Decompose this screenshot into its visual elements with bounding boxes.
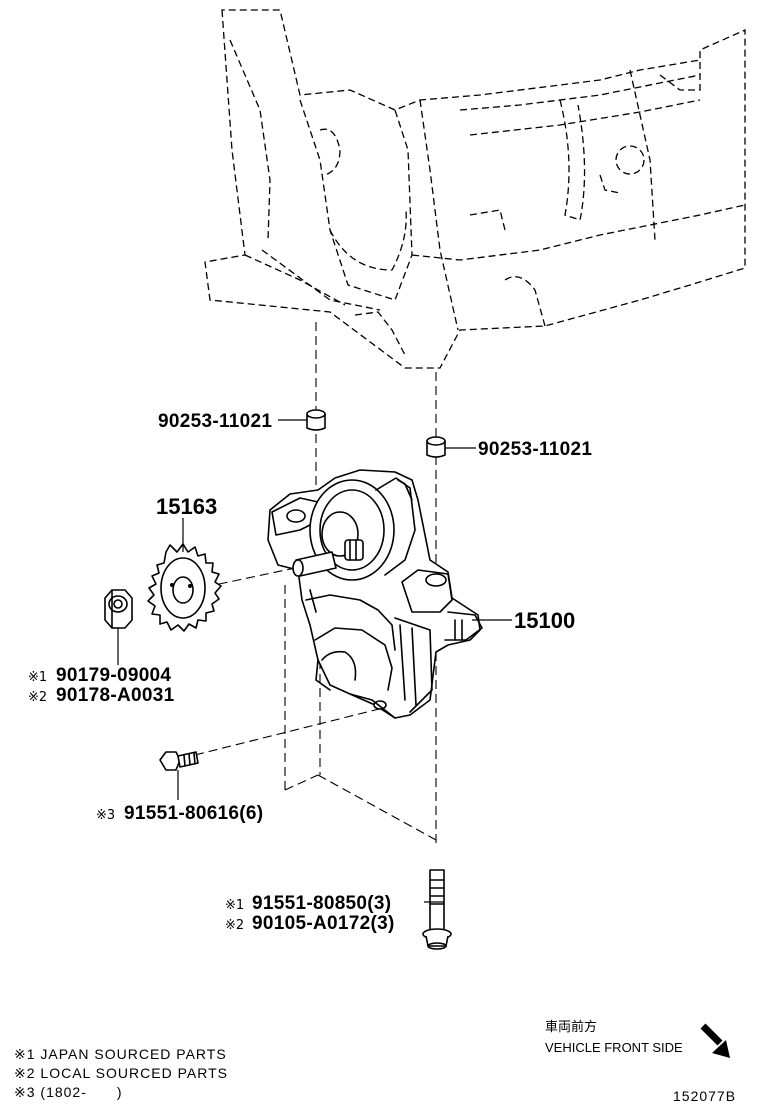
long-flange-bolt: [422, 869, 452, 950]
dowel-pin-right: [426, 436, 446, 458]
direction-label-jp: 車両前方: [545, 1019, 597, 1034]
callout-small-bolt: 91551-80616(6): [124, 803, 263, 824]
dowel-pin-left: [306, 409, 326, 431]
engine-block-illustration: [204, 9, 746, 369]
callout-long-bolt-1: 91551-80850(3): [252, 893, 391, 914]
nut-mark-1: ※1: [28, 670, 47, 685]
small-flange-bolt: [159, 751, 199, 771]
callout-dowel-pin-left: 90253-11021: [158, 411, 272, 432]
callout-nut-2: 90178-A0031: [56, 685, 175, 706]
long-bolt-mark-2: ※2: [225, 918, 244, 933]
sprocket-nut: [104, 589, 133, 629]
callout-oil-pump: 15100: [514, 608, 575, 633]
leader-lines: [117, 419, 512, 903]
oil-pump-sprocket: [147, 543, 222, 632]
diagram-id: 152077B: [673, 1088, 736, 1104]
note-japan-sourced: ※1 JAPAN SOURCED PARTS: [14, 1046, 227, 1062]
callout-long-bolt-2: 90105-A0172(3): [252, 913, 395, 934]
callout-nut-1: 90179-09004: [56, 665, 171, 686]
arrow-down-right-icon: [700, 1023, 730, 1058]
nut-mark-2: ※2: [28, 690, 47, 705]
long-bolt-mark-1: ※1: [225, 898, 244, 913]
small-bolt-mark: ※3: [96, 808, 115, 823]
callout-sprocket: 15163: [156, 494, 217, 519]
note-local-sourced: ※2 LOCAL SOURCED PARTS: [14, 1065, 228, 1081]
direction-label-en: VEHICLE FRONT SIDE: [545, 1040, 683, 1055]
note-date-range: ※3 (1802- ): [14, 1084, 123, 1100]
callout-dowel-pin-right: 90253-11021: [478, 439, 592, 460]
oil-pump-assembly: [267, 469, 483, 719]
